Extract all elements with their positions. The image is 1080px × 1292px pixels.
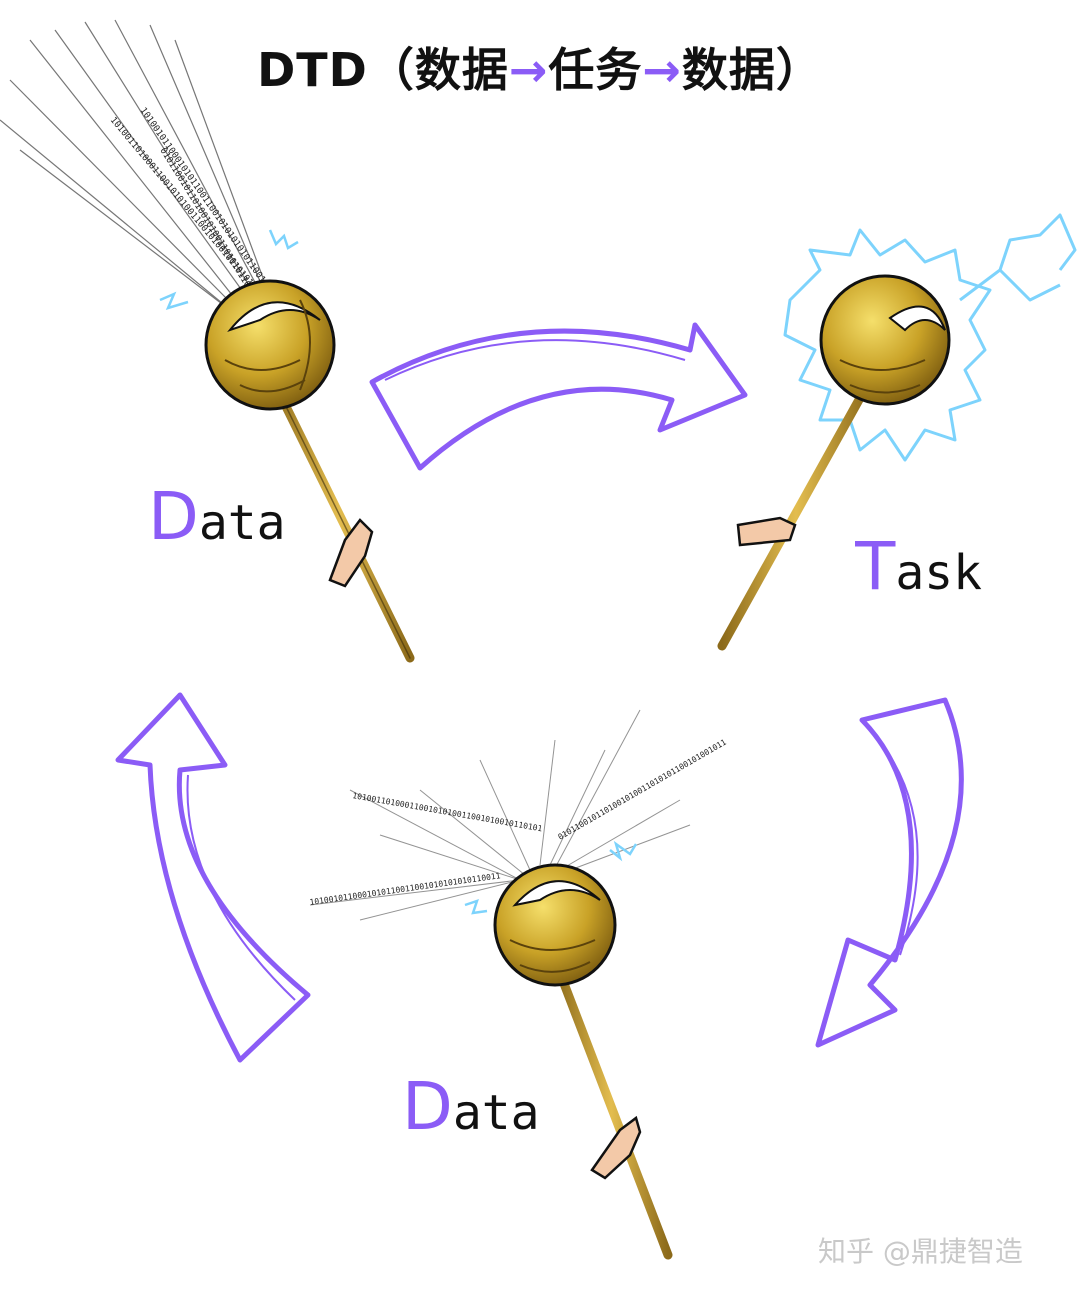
lightning-icon — [783, 213, 1077, 462]
node-label-data-bottom: Data — [402, 1068, 540, 1145]
arrow-task-to-data — [815, 697, 964, 1048]
svg-text:101001011000101011001100101010: 1010010110001010110011001010101010110011 — [138, 106, 271, 289]
svg-text:101001101000110010101001100101: 1010011010001100101010011001010010110101 — [352, 791, 543, 833]
spark-icon — [609, 840, 638, 862]
task-wand — [717, 213, 1077, 651]
node-label-data-top: Data — [148, 478, 286, 555]
hand-icon — [736, 516, 797, 547]
hand-icon — [590, 1115, 642, 1180]
spark-icon — [159, 291, 189, 310]
orb-icon — [493, 863, 617, 987]
staff — [717, 375, 875, 651]
binary-stream-top — [0, 19, 267, 311]
arrow-data-to-data — [115, 692, 311, 1063]
svg-text:010110010110100101001101010110: 0101100101101001010011010101100101001011 — [557, 738, 729, 842]
binary-burst — [309, 709, 691, 921]
hand-icon — [328, 518, 374, 588]
data-bottom-wand: 1010011010001100101010011001010010110101… — [309, 709, 729, 1260]
watermark: 知乎 @鼎捷智造 — [818, 1235, 1023, 1268]
page-title: DTD（数据→任务→数据） — [257, 43, 823, 97]
arrow-data-to-task — [369, 322, 748, 471]
orb-icon — [819, 274, 951, 406]
spark-icon — [464, 899, 488, 915]
orb-icon — [204, 279, 336, 411]
staff — [550, 955, 673, 1260]
node-label-task: Task — [855, 528, 983, 605]
spark-icon — [268, 229, 299, 250]
